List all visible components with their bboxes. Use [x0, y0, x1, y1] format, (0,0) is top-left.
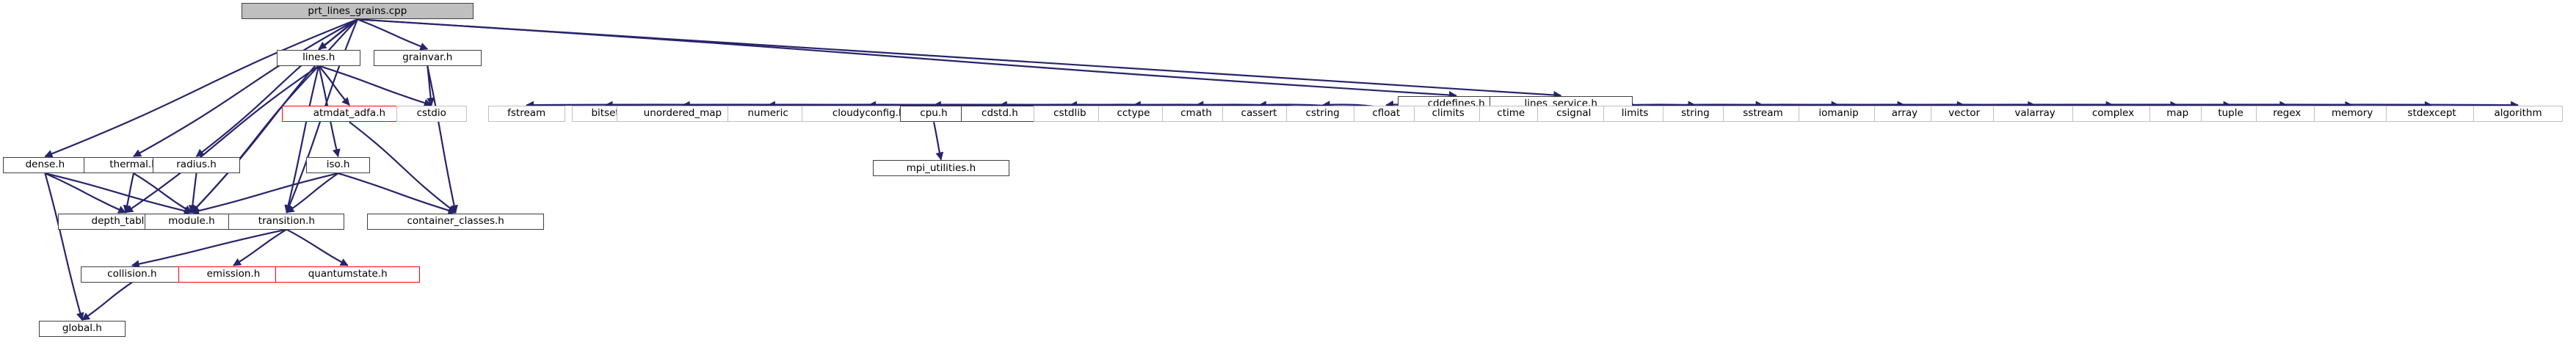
- graph-node-cdstd-h[interactable]: cdstd.h: [961, 106, 1039, 123]
- graph-edge: [123, 172, 135, 214]
- graph-node-limits[interactable]: limits: [1603, 106, 1666, 123]
- graph-node-cstdio[interactable]: cstdio: [396, 106, 467, 123]
- graph-node-mpi-utilities-h[interactable]: mpi_utilities.h: [872, 160, 1010, 177]
- graph-edge: [125, 65, 319, 214]
- graph-node-cstdlib[interactable]: cstdlib: [1033, 106, 1106, 123]
- graph-edge: [357, 18, 1562, 100]
- graph-node-cctype[interactable]: cctype: [1097, 106, 1169, 123]
- graph-edge: [133, 172, 192, 214]
- graph-node-cstring[interactable]: cstring: [1286, 106, 1359, 123]
- graph-edge: [338, 172, 457, 214]
- graph-node-prt-lines-grains-cpp[interactable]: prt_lines_grains.cpp: [241, 3, 474, 20]
- graph-edge: [286, 172, 339, 214]
- graph-edge: [357, 18, 429, 51]
- graph-node-numeric[interactable]: numeric: [728, 106, 808, 123]
- graph-node-fstream[interactable]: fstream: [487, 106, 565, 123]
- graph-node-map[interactable]: map: [2149, 106, 2206, 123]
- graph-edge: [357, 18, 1457, 99]
- graph-node-stdexcept[interactable]: stdexcept: [2386, 106, 2478, 123]
- graph-edge: [318, 65, 432, 107]
- graph-node-transition-h[interactable]: transition.h: [228, 213, 345, 230]
- graph-node-memory[interactable]: memory: [2313, 106, 2391, 123]
- graph-node-climits[interactable]: climits: [1413, 106, 1483, 123]
- graph-node-sstream[interactable]: sstream: [1722, 106, 1804, 123]
- graph-node-module-h[interactable]: module.h: [145, 213, 239, 230]
- graph-node-vector[interactable]: vector: [1930, 106, 1998, 123]
- graph-edge: [427, 65, 458, 214]
- graph-node-emission-h[interactable]: emission.h: [178, 266, 289, 283]
- graph-node-cfloat[interactable]: cfloat: [1354, 106, 1419, 123]
- graph-node-tuple[interactable]: tuple: [2201, 106, 2261, 123]
- graph-node-iso-h[interactable]: iso.h: [305, 157, 371, 174]
- graph-node-lines-h[interactable]: lines.h: [277, 49, 361, 66]
- graph-node-radius-h[interactable]: radius.h: [153, 157, 240, 174]
- graph-node-csignal[interactable]: csignal: [1537, 106, 1611, 123]
- graph-node-algorithm[interactable]: algorithm: [2472, 106, 2564, 123]
- graph-edge: [44, 172, 127, 214]
- graph-node-cpu-h[interactable]: cpu.h: [899, 106, 968, 123]
- graph-edge: [427, 65, 435, 106]
- graph-edge: [286, 228, 349, 266]
- graph-edge: [233, 228, 287, 266]
- graph-edge: [318, 18, 358, 50]
- graph-node-array[interactable]: array: [1873, 106, 1936, 123]
- graph-edge: [133, 18, 358, 158]
- graph-edge: [188, 172, 197, 214]
- graph-node-ctime[interactable]: ctime: [1479, 106, 1542, 123]
- graph-node-dense-h[interactable]: dense.h: [3, 157, 87, 174]
- graph-edge: [45, 172, 193, 215]
- graph-node-complex[interactable]: complex: [2072, 106, 2155, 123]
- graph-node-valarray[interactable]: valarray: [1993, 106, 2078, 123]
- graph-edge: [131, 228, 287, 269]
- graph-node-cassert[interactable]: cassert: [1222, 106, 1296, 123]
- graph-edge: [190, 172, 338, 215]
- graph-edge: [44, 18, 358, 158]
- graph-node-cmath[interactable]: cmath: [1162, 106, 1230, 123]
- graph-node-grainvar-h[interactable]: grainvar.h: [373, 49, 482, 66]
- graph-edge: [932, 121, 944, 161]
- graph-edge: [195, 18, 358, 157]
- graph-node-container-classes-h[interactable]: container_classes.h: [367, 213, 545, 230]
- graph-node-iomanip[interactable]: iomanip: [1798, 106, 1879, 123]
- graph-edge: [284, 65, 320, 214]
- graph-edge: [81, 281, 133, 321]
- graph-node-global-h[interactable]: global.h: [38, 320, 126, 337]
- graph-edge: [44, 172, 84, 321]
- graph-node-quantumstate-h[interactable]: quantumstate.h: [275, 266, 421, 283]
- graph-node-collision-h[interactable]: collision.h: [80, 266, 184, 283]
- graph-edge: [318, 65, 350, 106]
- graph-node-string[interactable]: string: [1663, 106, 1728, 123]
- graph-edge: [191, 65, 320, 214]
- graph-node-regex[interactable]: regex: [2255, 106, 2319, 123]
